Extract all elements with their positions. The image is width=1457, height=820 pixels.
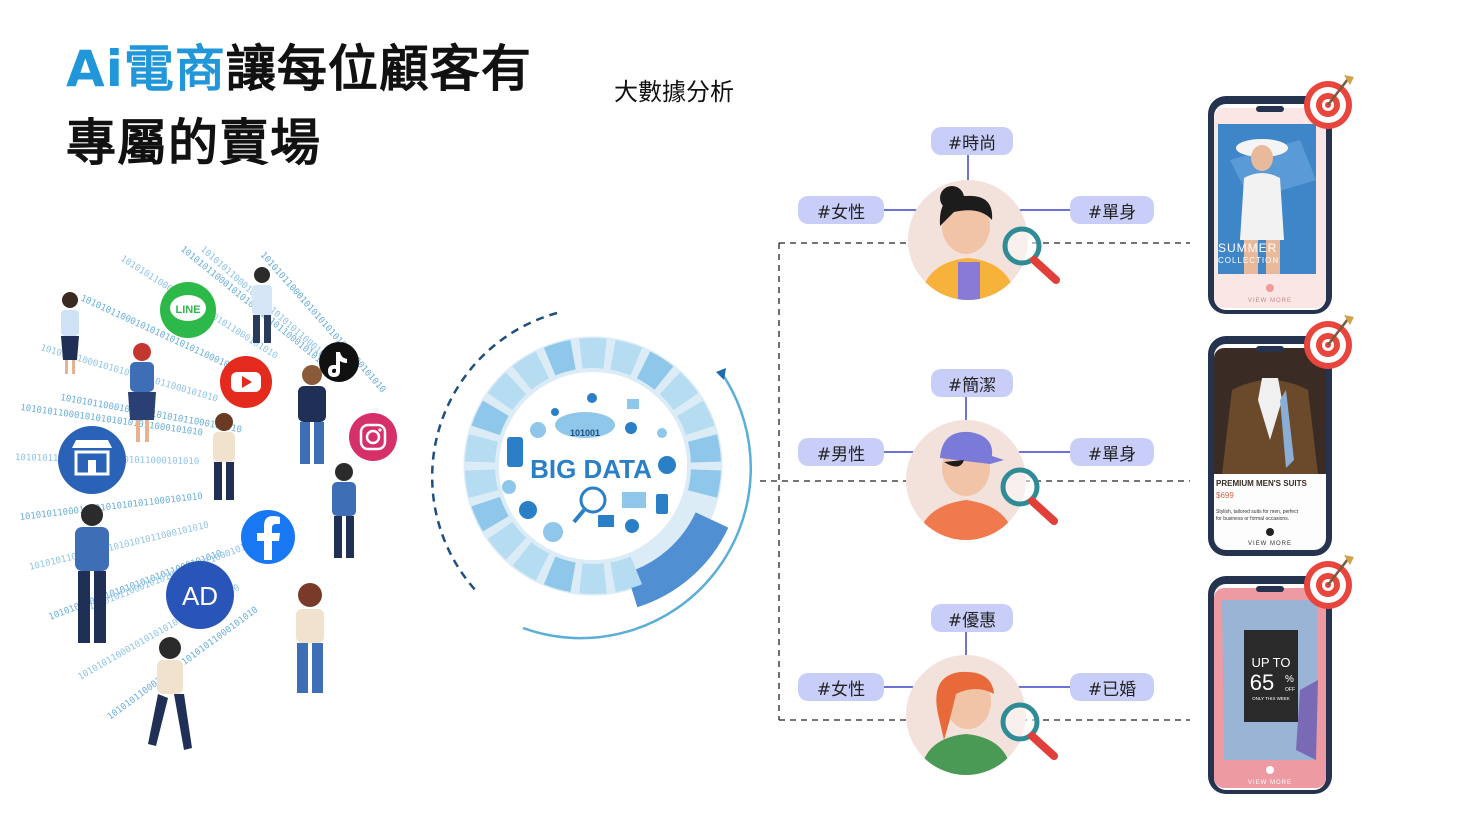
persona-1-tag-right: #單身: [1070, 196, 1154, 224]
svg-text:65: 65: [1250, 670, 1274, 695]
person-1: [61, 292, 79, 374]
ring-segment: [465, 434, 499, 463]
svg-text:AD: AD: [182, 581, 218, 611]
persona-2-tag-right: #單身: [1070, 438, 1154, 466]
svg-text:%: %: [1285, 674, 1294, 685]
svg-text:LINE: LINE: [175, 304, 200, 316]
persona-3-tag-right: #已婚: [1070, 673, 1154, 701]
person-4: [213, 413, 235, 500]
ring-segment: [465, 469, 499, 498]
ring-segment: [610, 556, 643, 592]
persona-avatar-3: [906, 655, 1058, 775]
ring-segment: [579, 563, 607, 594]
persona-3-tag-left: #女性: [798, 673, 884, 701]
target-icon: [1304, 555, 1354, 609]
phone-mockup-1: SUMMER COLLECTION VIEW MORE: [1208, 96, 1332, 314]
svg-text:ONLY THIS WEEK: ONLY THIS WEEK: [1252, 696, 1290, 701]
instagram-icon: [349, 413, 397, 461]
svg-text:SUMMER: SUMMER: [1218, 241, 1277, 255]
ring-segment: [512, 351, 550, 390]
phone-mockup-3: UP TO 65 % OFF ONLY THIS WEEK VIEW MORE: [1208, 576, 1332, 794]
target-icon: [1304, 75, 1354, 129]
ring-segment: [636, 351, 674, 390]
tag-lines: [884, 155, 1070, 688]
svg-text:VIEW MORE: VIEW MORE: [1248, 780, 1292, 786]
persona-2-tag-top: #簡潔: [931, 369, 1013, 397]
ring-segment: [687, 434, 721, 463]
person-9: [148, 637, 192, 750]
svg-text:VIEW MORE: VIEW MORE: [1248, 541, 1292, 547]
page-title-line1: Ai電商讓每位顧客有: [66, 44, 532, 94]
ring-segment: [471, 400, 509, 436]
big-data-hub: 101001 BIG DATA: [430, 311, 752, 640]
ring-segment: [543, 556, 576, 592]
svg-text:Stylish, tailored suits for me: Stylish, tailored suits for men, perfect: [1216, 509, 1299, 515]
ring-segment: [543, 340, 576, 376]
svg-text:UP TO: UP TO: [1251, 655, 1290, 670]
phone-mockup-2: PREMIUM MEN'S SUITS $699 Stylish, tailor…: [1208, 336, 1332, 556]
page-title-line2: 專屬的賣場: [66, 114, 321, 172]
ad-icon: AD: [166, 561, 234, 629]
facebook-icon: [241, 510, 295, 564]
data-network-icons: 101001: [502, 393, 676, 542]
shop-icon: [58, 426, 126, 494]
svg-text:for business or formal occasio: for business or formal occasions.: [1216, 516, 1289, 522]
person-8: [296, 583, 324, 693]
svg-text:101001: 101001: [570, 428, 600, 438]
svg-text:PREMIUM MEN'S SUITS: PREMIUM MEN'S SUITS: [1216, 479, 1307, 488]
svg-text:$699: $699: [1216, 491, 1234, 500]
ring-segment: [677, 400, 715, 436]
ring-segment: [579, 337, 607, 369]
persona-1-tag-top: #時尚: [931, 127, 1013, 155]
line-icon: LINE: [160, 282, 216, 338]
binary-stream: 1010101100010101010101011000101010: [19, 492, 203, 523]
tiktok-icon: [319, 342, 359, 382]
persona-2-tag-left: #男性: [798, 438, 884, 466]
persona-avatar-2: [906, 420, 1058, 540]
ring-segments: [465, 337, 721, 594]
big-data-label: BIG DATA: [530, 454, 652, 484]
ring-segment: [487, 521, 527, 560]
youtube-icon: [220, 356, 272, 408]
title-accent: Ai電商: [66, 40, 226, 98]
person-2: [128, 343, 156, 442]
ring-segment: [659, 372, 699, 411]
svg-text:VIEW MORE: VIEW MORE: [1248, 298, 1292, 304]
person-6: [332, 463, 356, 558]
target-icon: [1304, 315, 1354, 369]
persona-avatar-1: [908, 180, 1060, 300]
ring-segment: [610, 340, 643, 376]
person-5: [298, 365, 326, 464]
person-7: [75, 504, 109, 643]
ring-segment: [487, 372, 527, 411]
ring-segment: [471, 496, 509, 532]
svg-text:COLLECTION: COLLECTION: [1218, 256, 1279, 265]
persona-1-tag-left: #女性: [798, 196, 884, 224]
person-3: [252, 267, 272, 343]
svg-text:OFF: OFF: [1285, 687, 1295, 693]
people-crowd: [61, 267, 356, 750]
ring-segment: [687, 469, 721, 498]
ring-segment: [512, 542, 550, 581]
title-line1-rest: 讓每位顧客有: [225, 40, 532, 98]
subtitle: 大數據分析: [614, 78, 734, 106]
persona-3-tag-top: #優惠: [931, 604, 1013, 632]
